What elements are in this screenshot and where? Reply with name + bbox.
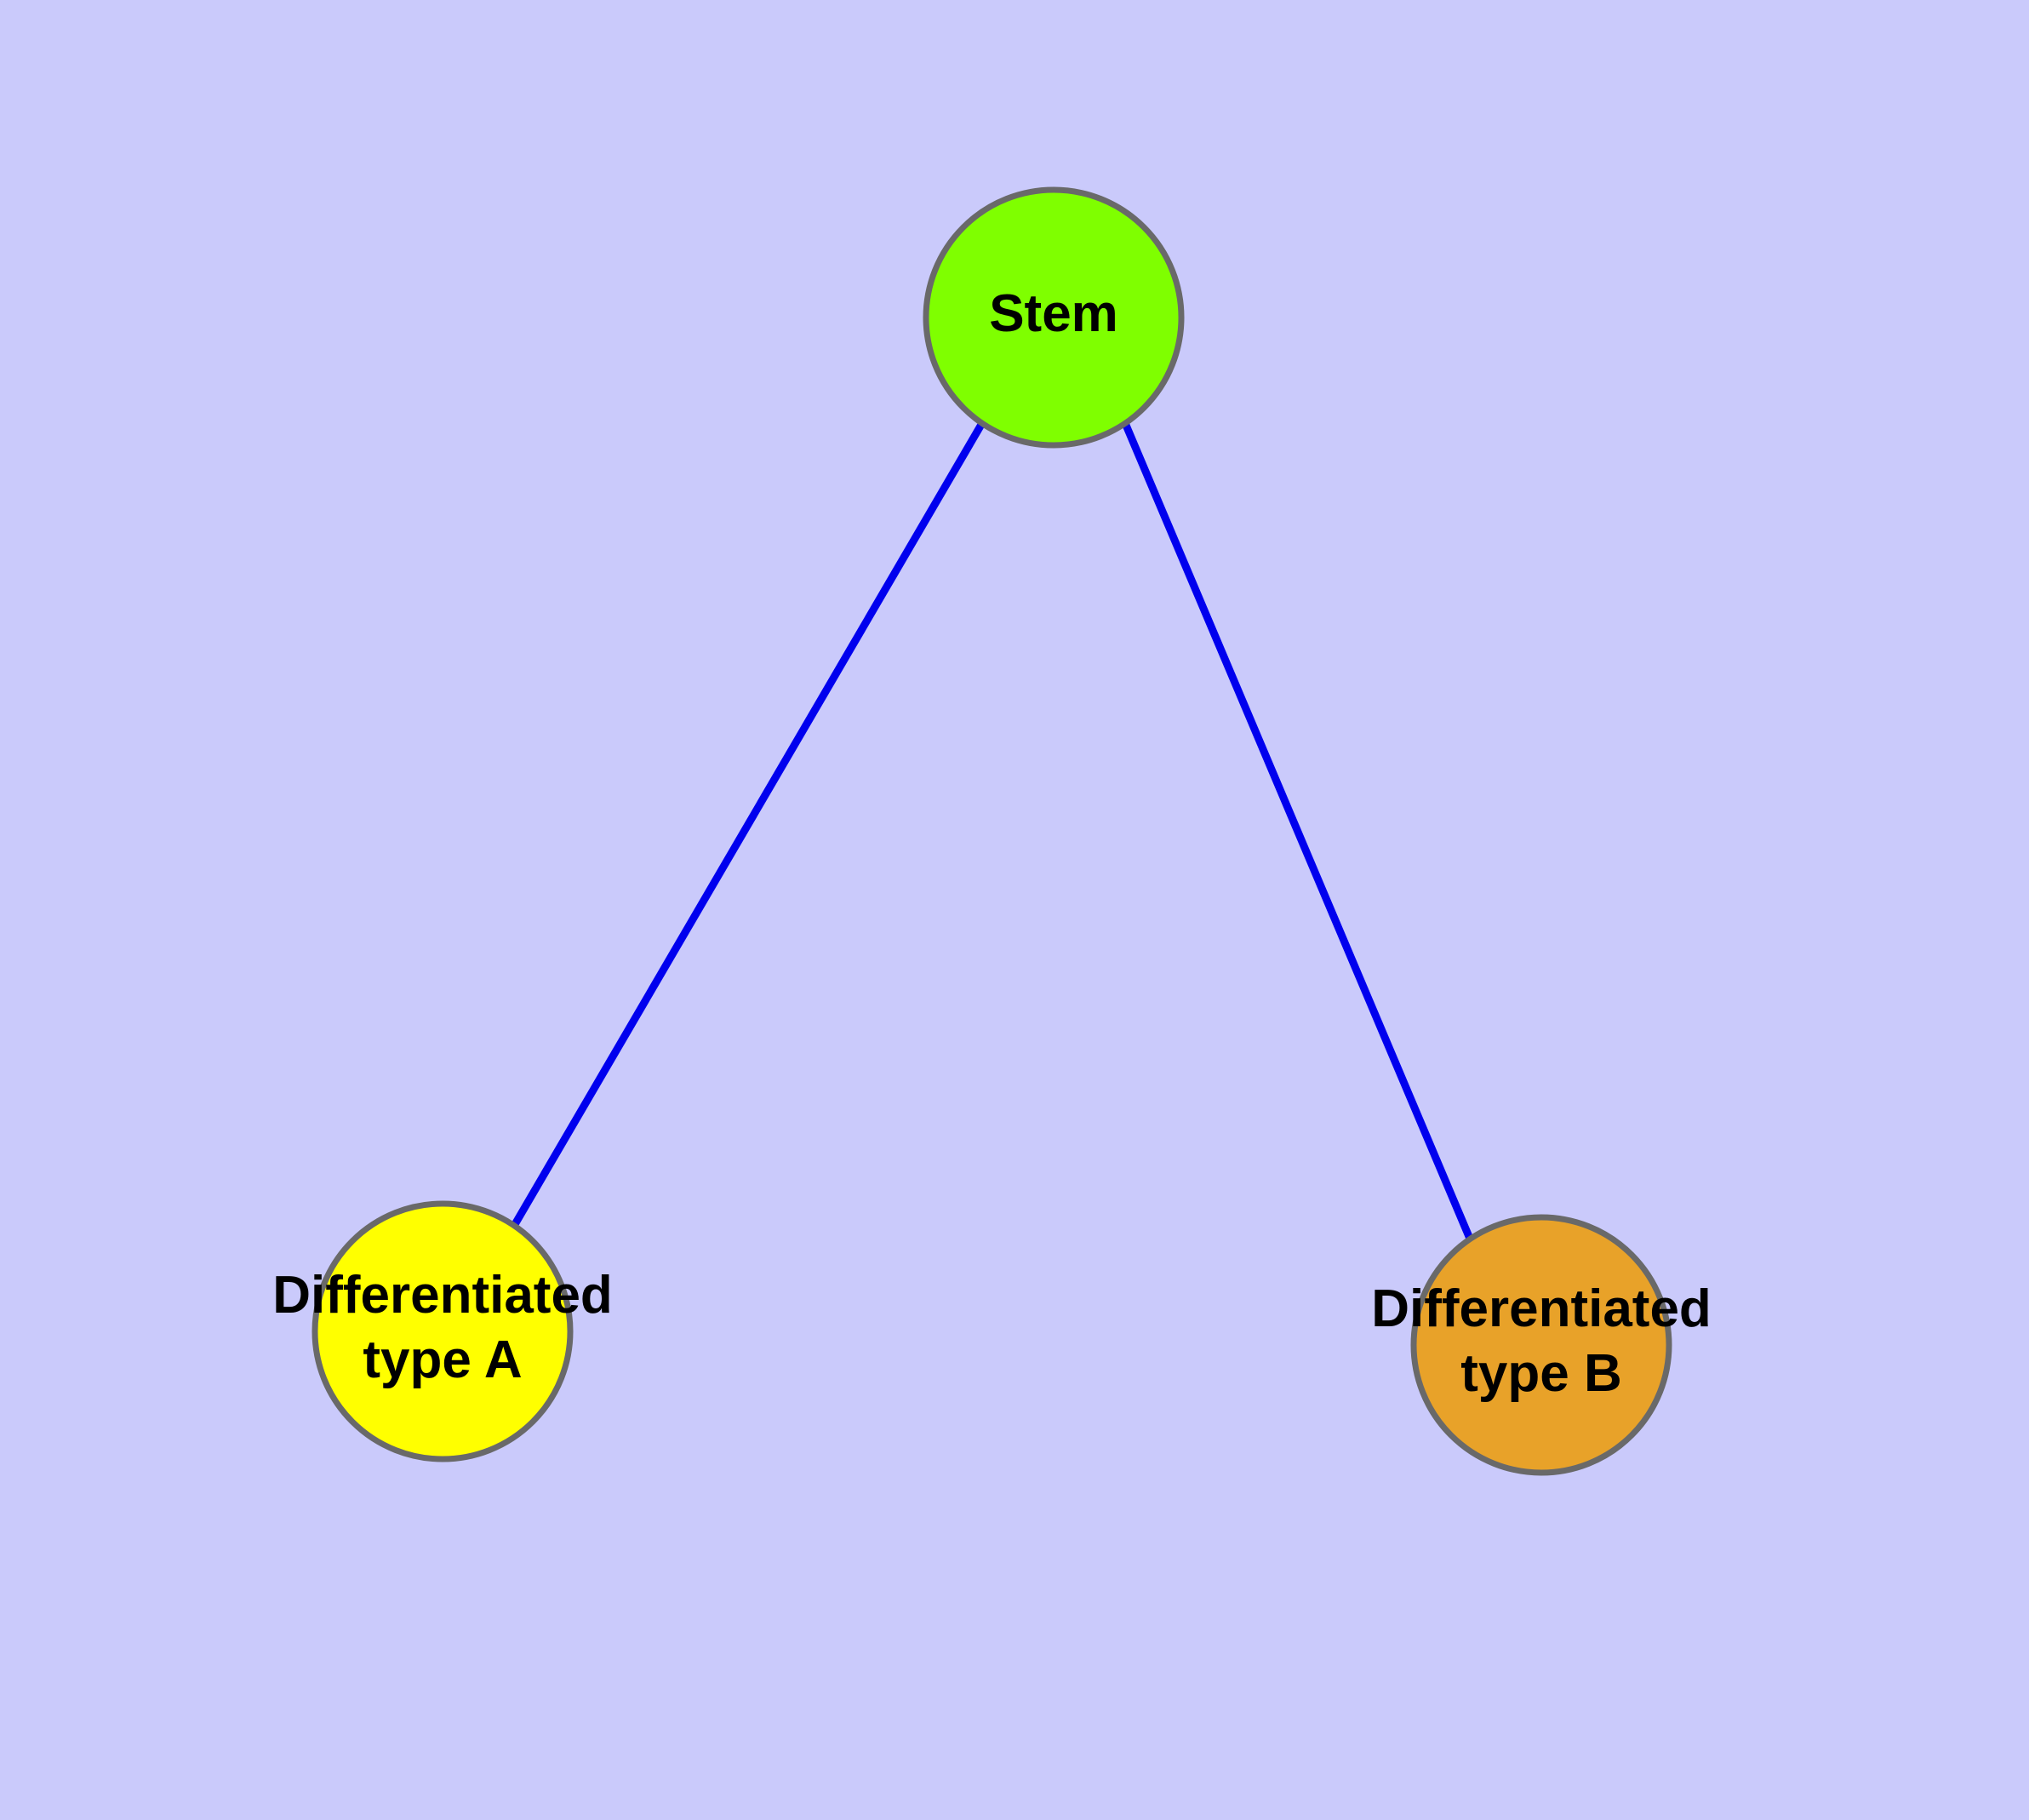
node-stem[interactable]: Stem <box>923 186 1185 449</box>
node-stem-label: Stem <box>989 284 1118 343</box>
node-differentiated-type-a-circle[interactable] <box>311 1200 574 1462</box>
node-layer: Stem Differentiated type A Differentiated… <box>272 186 1712 1476</box>
node-label-line: Differentiated <box>272 1266 613 1325</box>
node-differentiated-type-a-label: Differentiated type A <box>272 1266 613 1389</box>
edge-layer <box>511 421 1474 1240</box>
node-differentiated-type-b-circle[interactable] <box>1410 1214 1672 1476</box>
node-label-line: Stem <box>989 284 1118 343</box>
node-label-line: type A <box>363 1331 522 1389</box>
node-stem-circle[interactable] <box>923 186 1185 449</box>
node-label-line: Differentiated <box>1371 1279 1712 1338</box>
node-label-line: type B <box>1460 1344 1621 1403</box>
node-differentiated-type-b[interactable]: Differentiated type B <box>1371 1214 1712 1476</box>
edge-stem-to-differentiated-type-a[interactable] <box>511 421 986 1228</box>
node-differentiated-type-b-label: Differentiated type B <box>1371 1279 1712 1403</box>
node-differentiated-type-a[interactable]: Differentiated type A <box>272 1200 613 1462</box>
edge-stem-to-differentiated-type-b[interactable] <box>1121 421 1474 1240</box>
